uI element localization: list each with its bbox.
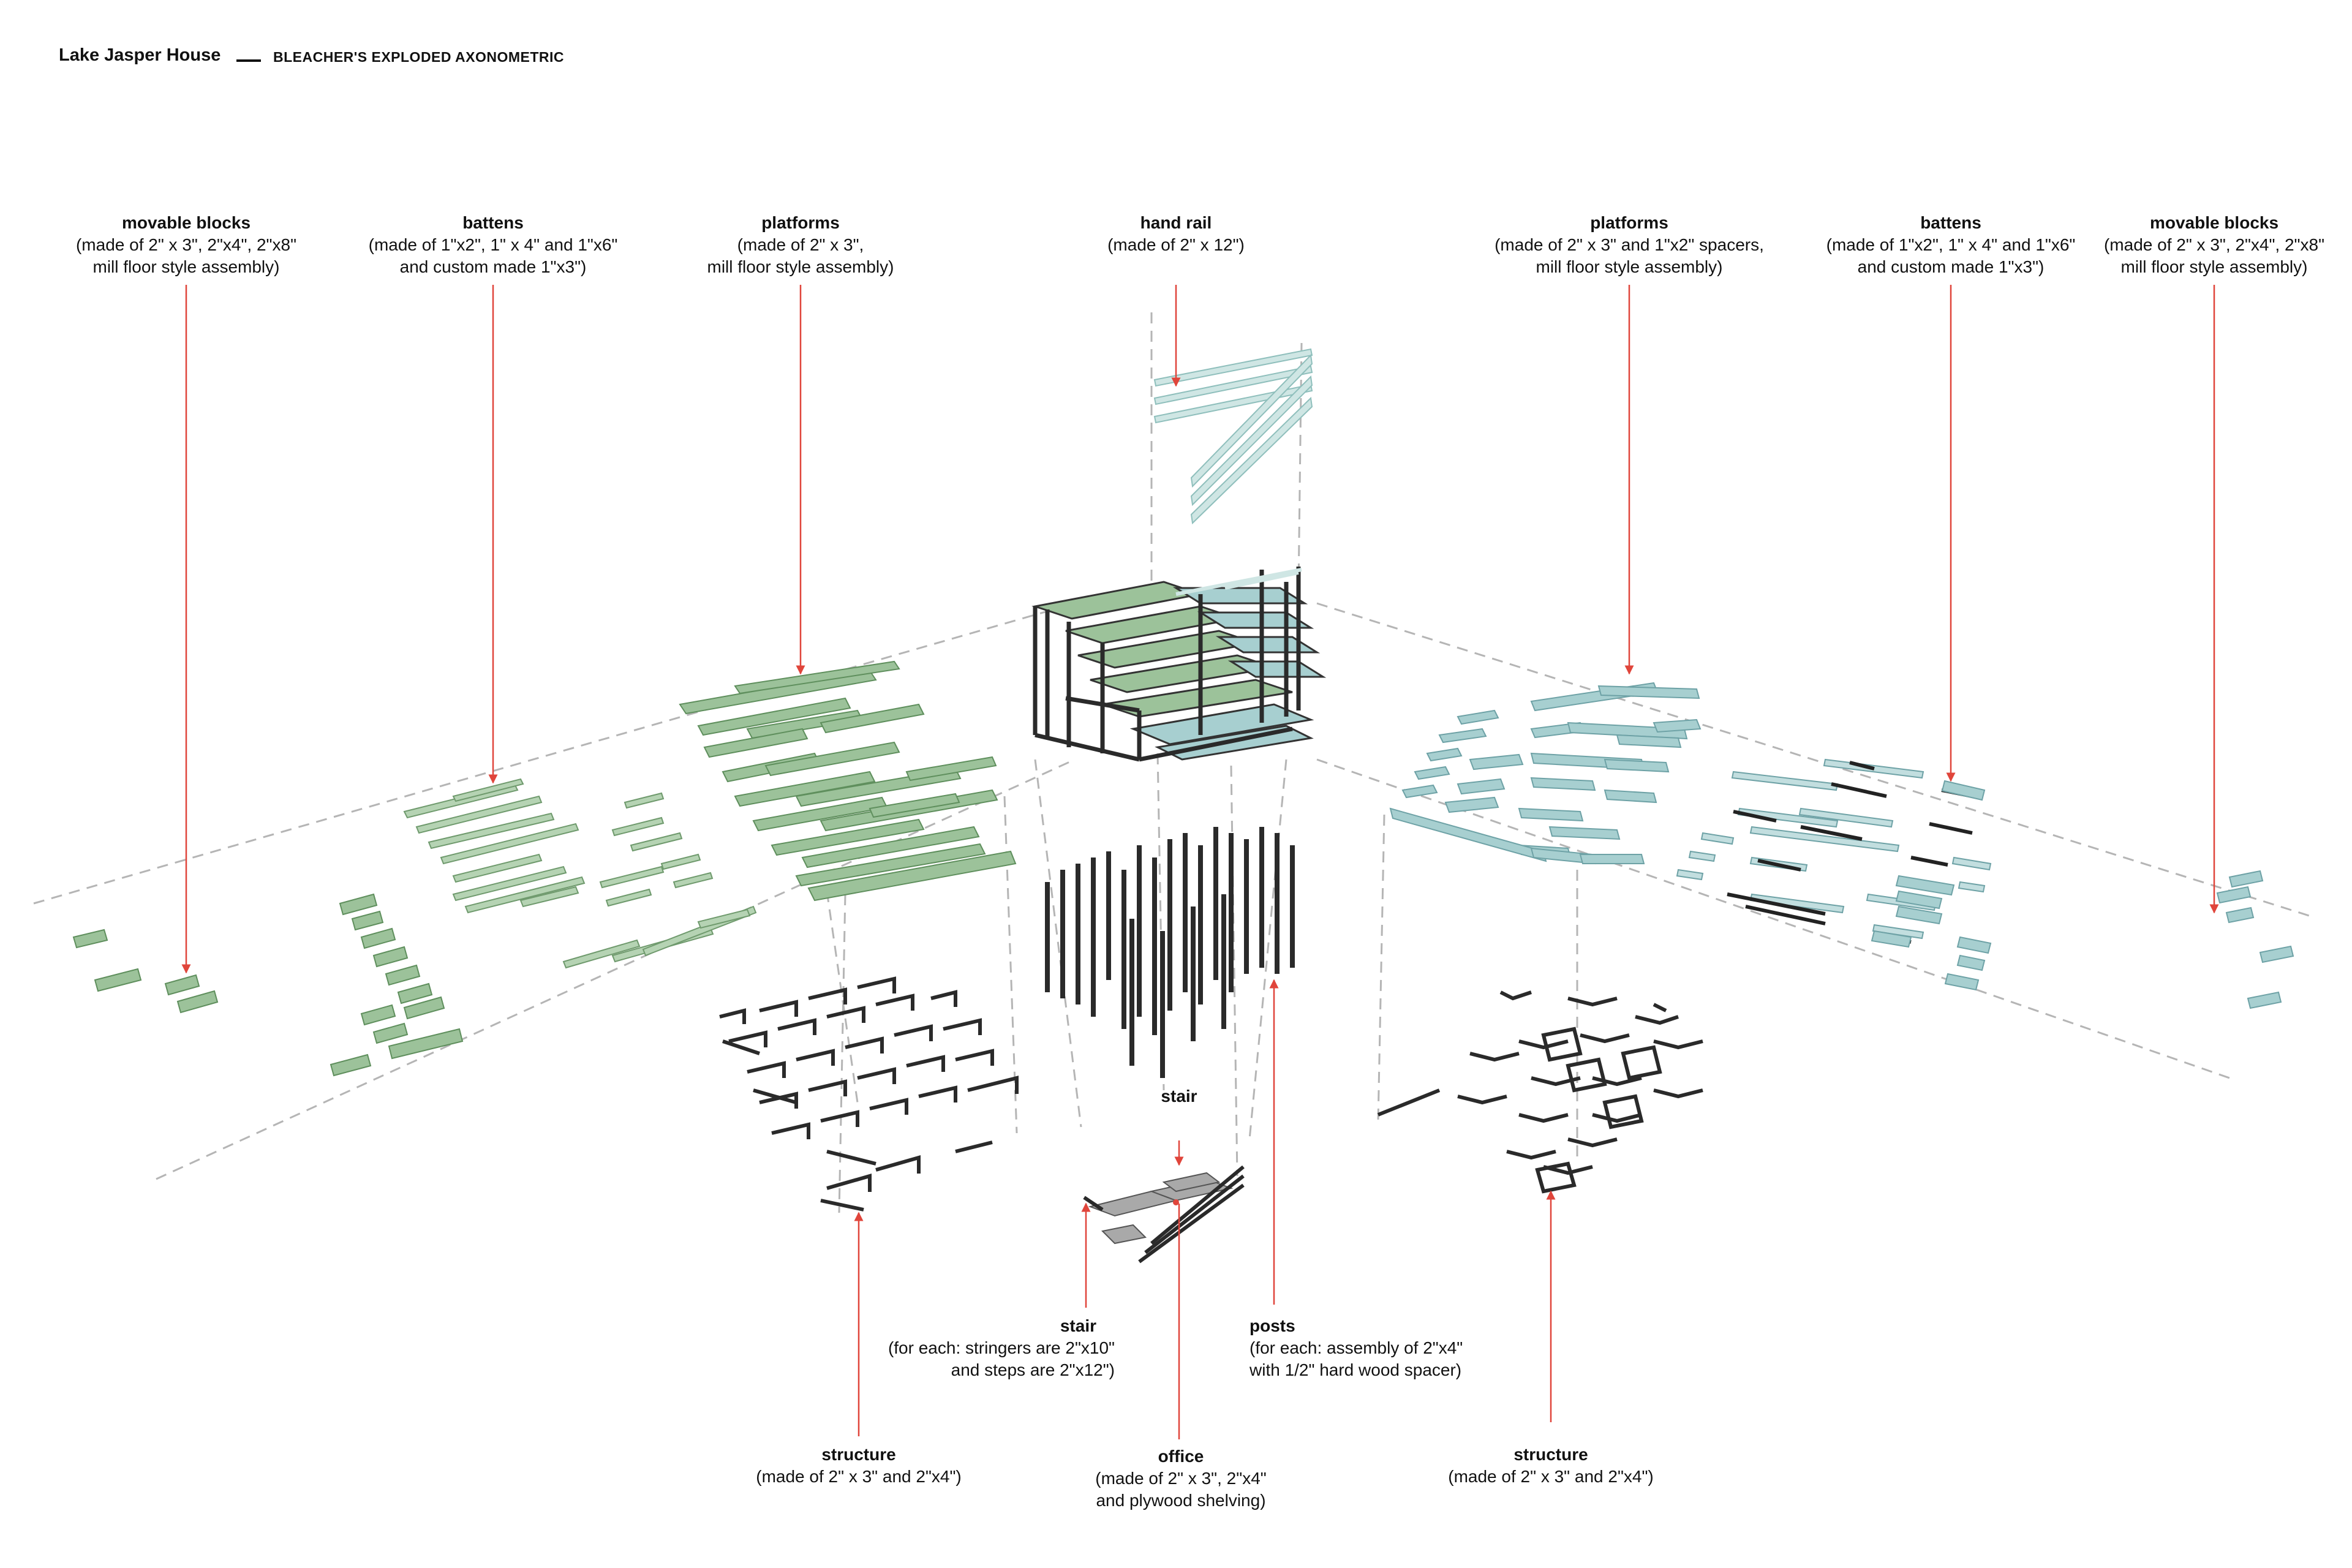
label-title: battens [1920,213,1981,232]
label-battens-right: battens (made of 1"x2", 1" x 4" and 1"x6… [1804,212,2098,278]
platforms-left-drawing [679,660,1017,902]
label-battens-left: battens (made of 1"x2", 1" x 4" and 1"x6… [346,212,640,278]
label-description: (made of 2" x 3" and 1"x2" spacers, mill… [1494,235,1764,276]
assembled-bleacher-drawing [1031,567,1327,762]
label-structure-right: structure (made of 2" x 3" and 2"x4") [1404,1444,1698,1488]
leader-lines [181,285,2219,1439]
label-description: (made of 2" x 3", 2"x4" and plywood shel… [1095,1469,1267,1510]
movable-blocks-left-drawing [72,893,464,1077]
label-title: structure [821,1445,896,1464]
label-platforms-left: platforms (made of 2" x 3", mill floor s… [654,212,948,278]
label-description: (for each: stringers are 2"x10" and step… [888,1338,1115,1379]
label-description: (made of 2" x 12") [1107,235,1245,254]
label-description: (made of 2" x 3", 2"x4", 2"x8" mill floo… [2103,235,2325,276]
label-title: battens [462,213,524,232]
structure-right-drawing [1377,990,1703,1194]
label-stair-top: stair [1032,1085,1326,1107]
label-movable-blocks-left: movable blocks (made of 2" x 3", 2"x4", … [39,212,333,278]
label-movable-blocks-right: movable blocks (made of 2" x 3", 2"x4", … [2067,212,2352,278]
label-description: (made of 1"x2", 1" x 4" and 1"x6" and cu… [368,235,618,276]
battens-right-drawing [1676,758,1992,944]
label-title: platforms [1590,213,1668,232]
drawing-subtitle: BLEACHER'S EXPLODED AXONOMETRIC [273,49,565,65]
label-title: platforms [761,213,840,232]
posts-drawing [1045,827,1295,1078]
label-title: movable blocks [2149,213,2279,232]
label-description: (for each: assembly of 2"x4" with 1/2" h… [1250,1338,1463,1379]
label-description: (made of 2" x 3", 2"x4", 2"x8" mill floo… [75,235,297,276]
label-office: office (made of 2" x 3", 2"x4" and plywo… [1034,1446,1328,1512]
label-posts: posts (for each: assembly of 2"x4" with … [1250,1315,1544,1381]
label-title: office [1158,1447,1204,1466]
title-separator [236,59,261,62]
label-structure-left: structure (made of 2" x 3" and 2"x4") [712,1444,1006,1488]
movable-blocks-right-drawing [1871,780,2294,1009]
label-title: stair [1060,1316,1096,1335]
hand-rail-drawing [1153,348,1313,525]
battens-left-drawing [403,778,757,969]
stair-office-drawing [1083,1165,1245,1264]
label-title: structure [1513,1445,1588,1464]
label-platforms-right: platforms (made of 2" x 3" and 1"x2" spa… [1482,212,1776,278]
label-description: (made of 2" x 3" and 2"x4") [1448,1467,1654,1486]
label-title: posts [1250,1316,1295,1335]
label-title: stair [1161,1087,1197,1106]
label-stair-bottom: stair (for each: stringers are 2"x10" an… [821,1315,1115,1381]
label-description: (made of 2" x 3", mill floor style assem… [707,235,894,276]
label-hand-rail: hand rail (made of 2" x 12") [1029,212,1323,256]
label-title: movable blocks [121,213,251,232]
label-description: (made of 2" x 3" and 2"x4") [756,1467,962,1486]
drawing-title: Lake Jasper House [59,45,221,65]
label-title: hand rail [1140,213,1212,232]
projection-planes [33,312,2310,1213]
label-description: (made of 1"x2", 1" x 4" and 1"x6" and cu… [1826,235,2076,276]
platforms-right-drawing [1389,682,1702,865]
structure-left-drawing [719,976,1019,1212]
